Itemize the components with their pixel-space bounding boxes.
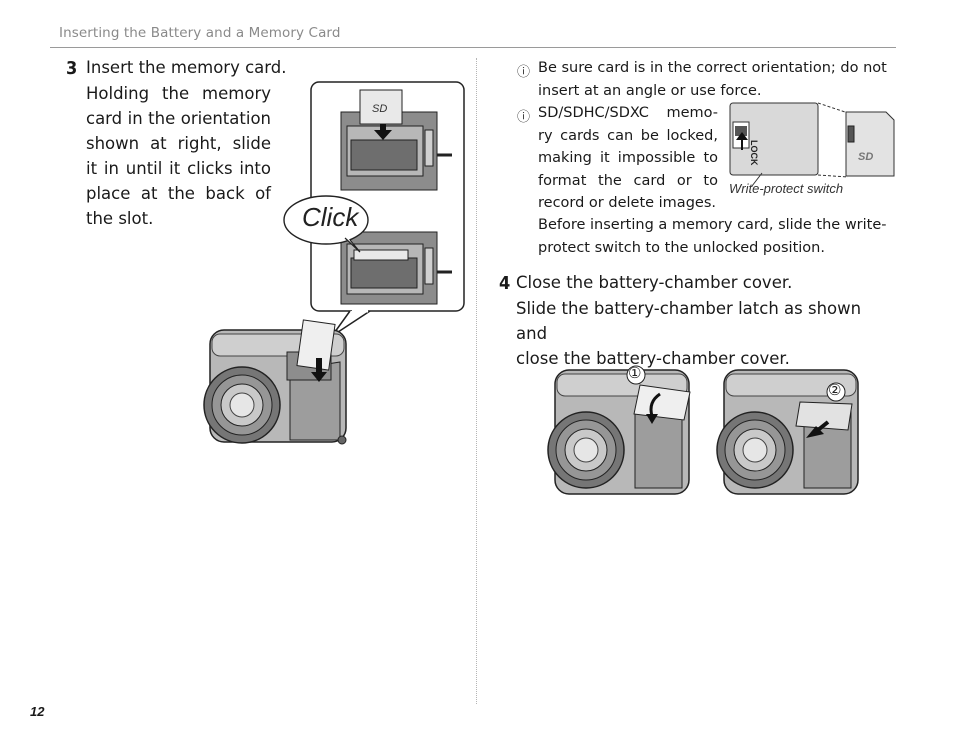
step-3-title: Insert the memory card. [86,58,287,77]
note-orientation: Be sure card is in the correct orientati… [538,57,896,102]
step-3-line: Holding the memory [86,84,271,103]
step-3-line: shown at right, slide [86,134,271,153]
step-3-line: card in the orientation [86,109,271,128]
step-3-body: Holding the memory card in the orientati… [86,81,271,231]
note-line: making it impossible to [538,150,718,166]
step-marker-2: ② [828,381,842,399]
camera-card-insert [203,319,347,445]
svg-text:SD: SD [372,103,387,115]
step-4-line: Slide the battery-chamber latch as shown… [516,299,862,343]
note-line: insert at an angle or use force. [538,82,762,99]
step-4-title: Close the battery-chamber cover. [516,273,793,292]
note-lock: SD/SDHC/SDXC memo- ry cards can be locke… [538,102,718,215]
caution-icon: ⓘ [517,65,531,80]
step-4-number: 4 [499,273,510,294]
note-line: record or delete images. [538,195,716,211]
column-divider [476,58,477,704]
write-protect-caption: Write-protect switch [729,181,844,196]
step-marker-1: ① [628,364,642,382]
click-label: Click [302,202,359,232]
note-line: SD/SDHC/SDXC memo- [538,105,718,121]
note-line: ry cards can be locked, [538,127,718,144]
step-4-body: Slide the battery-chamber latch as shown… [516,296,896,371]
note-line: Be sure card is in the correct orientati… [538,60,887,76]
lock-label: LOCK [749,140,759,166]
header-rule [50,47,896,48]
step-3-line: place at the back of [86,184,271,203]
running-header: Inserting the Battery and a Memory Card [59,25,341,41]
step-4-line: close the battery-chamber cover. [516,349,790,368]
step-3-line: the slot. [86,209,154,228]
slot-detail-top: SD [340,89,452,191]
caution-icon: ⓘ [517,110,531,125]
step-3-number: 3 [66,58,77,79]
note-line: format the card or to [538,172,718,189]
note-line: protect switch to the unlocked position. [538,239,825,256]
slot-detail-bottom [340,231,452,305]
note-lock-tail: Before inserting a memory card, slide th… [538,214,896,259]
page-number: 12 [30,704,45,719]
click-bubble [283,195,369,253]
note-line: Before inserting a memory card, slide th… [538,217,887,233]
step-3-line: it in until it clicks into [86,159,271,178]
